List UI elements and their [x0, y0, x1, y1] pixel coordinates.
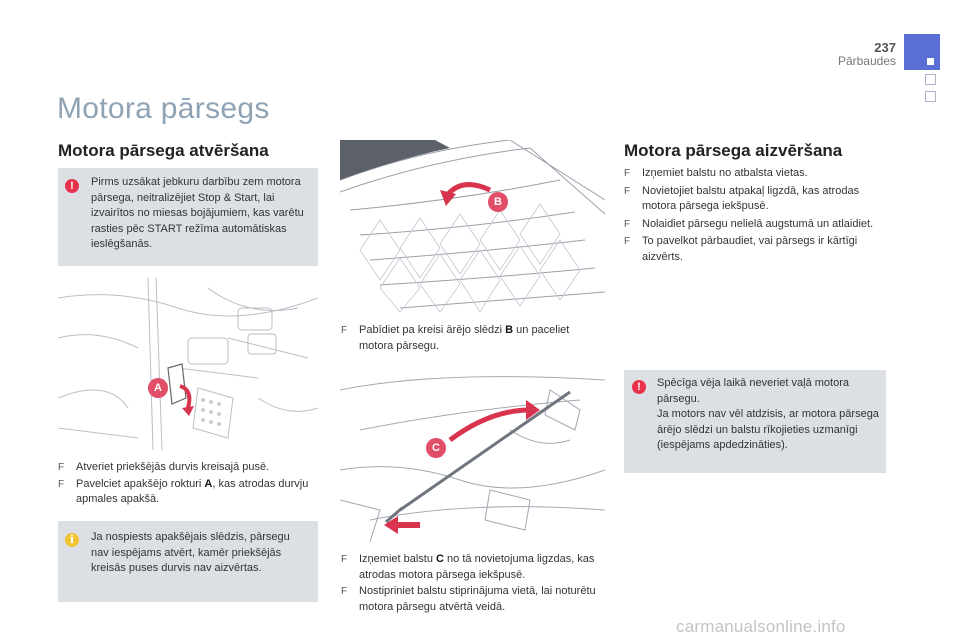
step-pull-handle-letter: A [204, 477, 213, 490]
figure-hood-latch: B [340, 140, 605, 312]
step-c-post: no tā novietojuma ligzdas, kas atrodas m… [359, 553, 595, 581]
list-item: F Izņemiet balstu no atbalsta vietas. [624, 166, 886, 182]
warning-callout-closing: ! Spēcīga vēja laikā neveriet vaļā motor… [624, 370, 886, 473]
tab-marker-icon [927, 58, 934, 65]
info-icon: i [65, 533, 79, 547]
closing-step-4: To pavelkot pārbaudiet, vai pārsegs ir k… [642, 235, 858, 263]
step-pull-handle-pre: Pavelciet apakšējo rokturi [76, 477, 205, 490]
list-item: F Pabīdiet pa kreisi ārējo slēdzi B un p… [341, 323, 606, 354]
figure-label-c: C [426, 438, 446, 458]
section-tab-next[interactable] [925, 74, 936, 85]
list-item: F Pavelciet apakšējo rokturi A, kas atro… [58, 477, 318, 508]
figure-label-b: B [488, 192, 508, 212]
list-item: F Atveriet priekšējās durvis kreisajā pu… [58, 460, 318, 476]
step-c-list: F Izņemiet balstu C no tā novietojuma li… [341, 552, 606, 616]
step-b-pre: Pabīdiet pa kreisi ārējo slēdzi [359, 324, 506, 336]
page-title: Motora pārsegs [57, 92, 270, 125]
page-number: 237 [874, 40, 896, 55]
step-pull-handle-post: , kas atrodas durvju apmales apakšā. [76, 477, 309, 506]
step-open-door: Atveriet priekšējās durvis kreisajā pusē… [76, 461, 270, 473]
figure-label-a: A [148, 378, 168, 398]
closing-step-1: Izņemiet balstu no atbalsta vietas. [642, 167, 808, 179]
step-c-pre: Izņemiet balstu [359, 553, 437, 565]
step-b-post: un paceliet motora pārsegu. [359, 324, 570, 352]
list-item: F Novietojiet balstu atpakaļ ligzdā, kas… [624, 184, 886, 215]
bullet-icon: F [341, 325, 348, 336]
bullet-icon: F [624, 236, 631, 247]
figure-hood-release-handle: A [58, 278, 318, 450]
closing-step-3: Nolaidiet pārsegu nelielā augstumā un at… [642, 217, 874, 230]
step-b-letter: B [505, 324, 514, 336]
closing-steps-list: F Izņemiet balstu no atbalsta vietas. F … [624, 166, 886, 266]
grille-illustration [340, 140, 605, 312]
warning-icon: ! [632, 380, 646, 394]
opening-steps-list: F Atveriet priekšējās durvis kreisajā pu… [58, 460, 318, 509]
engine-bay-illustration [340, 376, 605, 542]
bullet-icon: F [624, 185, 631, 197]
section-name: Pārbaudes [837, 54, 896, 68]
watermark: carmanualsonline.info [676, 617, 846, 636]
info-callout-opening: i Ja nospiests apakšējais slēdzis, pārse… [58, 521, 318, 602]
step-b-list: F Pabīdiet pa kreisi ārējo slēdzi B un p… [341, 323, 606, 355]
bullet-icon: F [341, 554, 348, 565]
step-c2: Nostipriniet balstu stiprinājuma vietā, … [359, 585, 596, 613]
bullet-icon: F [58, 462, 65, 473]
closing-heading: Motora pārsega aizvēršana [624, 141, 843, 160]
closing-step-2: Novietojiet balstu atpakaļ ligzdā, kas a… [642, 184, 860, 213]
warning-text-closing: Spēcīga vēja laikā neveriet vaļā motora … [657, 377, 879, 451]
section-tab-next-2[interactable] [925, 91, 936, 102]
figure-hood-prop: C [340, 370, 605, 542]
opening-heading: Motora pārsega atvēršana [58, 141, 269, 160]
bullet-icon: F [624, 218, 631, 230]
warning-icon: ! [65, 179, 79, 193]
pedal-area-illustration [58, 278, 318, 450]
info-text: Ja nospiests apakšējais slēdzis, pārsegu… [91, 531, 290, 574]
list-item: F Nostipriniet balstu stiprinājuma vietā… [341, 584, 606, 615]
list-item: F Nolaidiet pārsegu nelielā augstumā un … [624, 217, 886, 233]
bullet-icon: F [58, 478, 65, 490]
warning-callout-opening: ! Pirms uzsākat jebkuru darbību zem moto… [58, 168, 318, 266]
warning-text: Pirms uzsākat jebkuru darbību zem motora… [91, 176, 304, 250]
bullet-icon: F [341, 586, 348, 597]
list-item: F Izņemiet balstu C no tā novietojuma li… [341, 552, 606, 583]
section-tab-active[interactable] [904, 34, 940, 70]
step-c-letter: C [436, 553, 444, 565]
list-item: F To pavelkot pārbaudiet, vai pārsegs ir… [624, 234, 886, 265]
bullet-icon: F [624, 168, 631, 179]
